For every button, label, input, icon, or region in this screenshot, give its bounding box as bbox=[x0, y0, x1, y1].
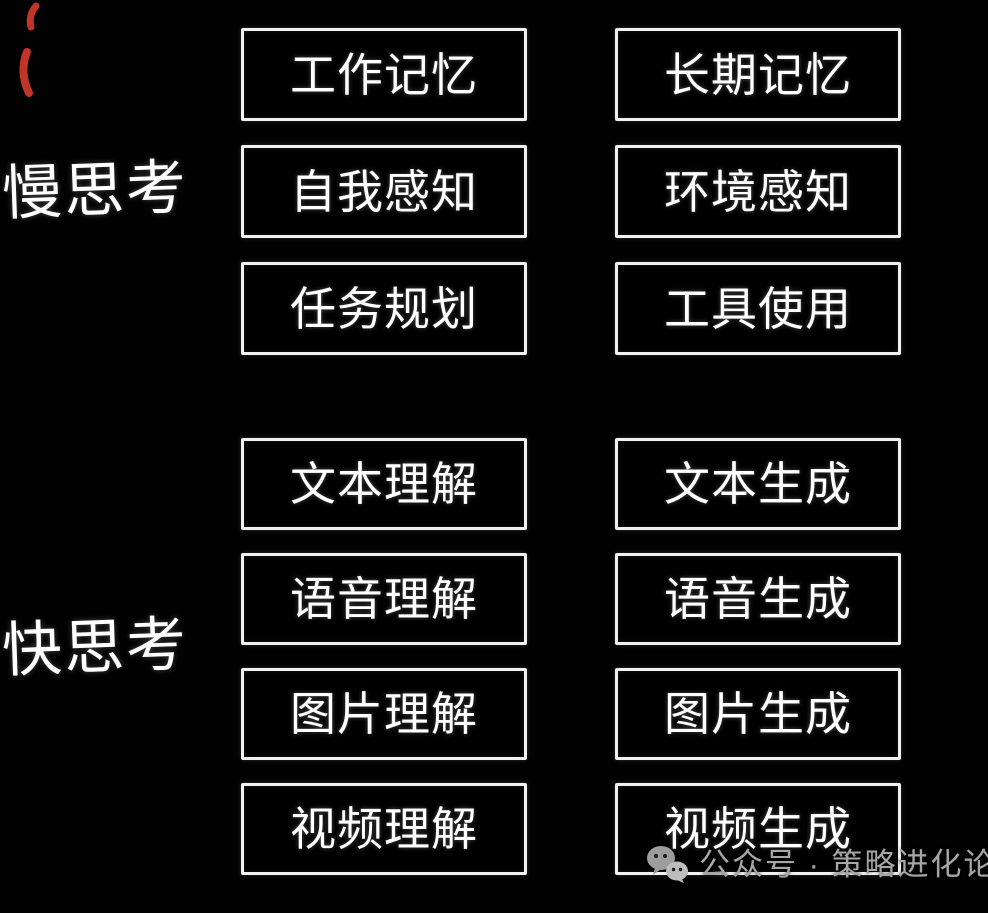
red-annotation-marks bbox=[19, 2, 40, 97]
watermark: 公众号 · 策略进化论 bbox=[646, 845, 988, 883]
watermark-text: 公众号 · 策略进化论 bbox=[699, 846, 988, 882]
box-environment-perception: 环境感知 bbox=[615, 145, 901, 238]
box-text-understanding-label: 文本理解 bbox=[290, 458, 478, 510]
fast-thinking-grid: 文本理解 文本生成 语音理解 语音生成 图片理解 图片生成 视频理解 视频生成 bbox=[241, 438, 901, 875]
label-slow-thinking: 慢思考 bbox=[0, 153, 190, 228]
box-speech-generation-label: 语音生成 bbox=[664, 573, 852, 625]
box-speech-understanding: 语音理解 bbox=[241, 553, 527, 645]
box-environment-perception-label: 环境感知 bbox=[664, 165, 852, 218]
box-image-generation: 图片生成 bbox=[615, 668, 901, 760]
slow-thinking-grid: 工作记忆 长期记忆 自我感知 环境感知 任务规划 工具使用 bbox=[241, 28, 901, 355]
box-image-understanding: 图片理解 bbox=[241, 668, 527, 760]
box-working-memory: 工作记忆 bbox=[241, 28, 527, 121]
box-video-generation-label: 视频生成 bbox=[664, 803, 852, 855]
box-tool-use: 工具使用 bbox=[615, 262, 901, 355]
box-video-understanding-label: 视频理解 bbox=[290, 803, 478, 855]
box-tool-use-label: 工具使用 bbox=[664, 282, 852, 335]
box-self-perception: 自我感知 bbox=[241, 145, 527, 238]
box-long-term-memory: 长期记忆 bbox=[615, 28, 901, 121]
box-long-term-memory-label: 长期记忆 bbox=[664, 48, 852, 101]
box-speech-generation: 语音生成 bbox=[615, 553, 901, 645]
box-video-understanding: 视频理解 bbox=[241, 783, 527, 875]
box-task-planning-label: 任务规划 bbox=[290, 282, 478, 335]
wechat-icon bbox=[647, 846, 688, 883]
box-image-generation-label: 图片生成 bbox=[664, 688, 852, 740]
box-speech-understanding-label: 语音理解 bbox=[290, 573, 478, 625]
box-self-perception-label: 自我感知 bbox=[290, 165, 478, 218]
box-text-understanding: 文本理解 bbox=[241, 438, 527, 530]
box-working-memory-label: 工作记忆 bbox=[290, 48, 478, 101]
label-fast-thinking: 快思考 bbox=[0, 610, 190, 685]
box-text-generation: 文本生成 bbox=[615, 438, 901, 530]
box-task-planning: 任务规划 bbox=[241, 262, 527, 355]
box-image-understanding-label: 图片理解 bbox=[290, 688, 478, 740]
box-text-generation-label: 文本生成 bbox=[664, 458, 852, 510]
